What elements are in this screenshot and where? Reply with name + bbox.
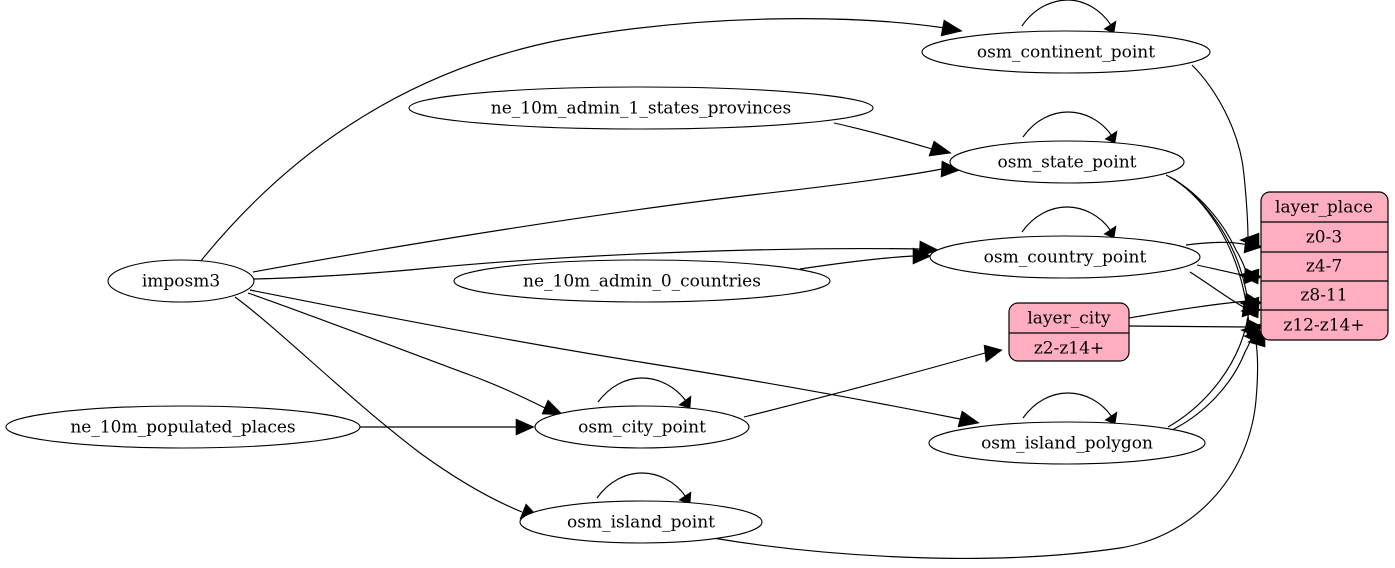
record-row-layer-place-z4-7[interactable]: z4-7 <box>1306 257 1342 277</box>
node-label-osm-country-point: osm_country_point <box>984 248 1147 268</box>
node-label-osm-island-point: osm_island_point <box>567 513 715 533</box>
self-loop-osm-city-point <box>597 377 692 409</box>
edge-ne-populated-places-to-osm-city-point <box>360 418 535 436</box>
node-label-ne-admin-0: ne_10m_admin_0_countries <box>523 272 761 292</box>
edge-osm-country-point-to-layer-place-z8-11 <box>1196 264 1263 285</box>
edge-osm-city-point-to-layer-city <box>743 344 1003 418</box>
node-ne-10m-admin-0-countries[interactable]: ne_10m_admin_0_countries <box>453 259 831 303</box>
edges-layer <box>199 18 1266 559</box>
record-node-layer-place[interactable]: layer_place z0-3 z4-7 z8-11 z12-z14+ <box>1260 191 1389 341</box>
record-title-layer-city: layer_city <box>1027 309 1111 329</box>
record-nodes-layer: layer_place z0-3 z4-7 z8-11 z12-z14+ lay… <box>1008 191 1389 362</box>
node-label-osm-state-point: osm_state_point <box>998 153 1137 173</box>
edge-imposm3-to-osm-city-point <box>247 292 564 416</box>
record-row-layer-place-z12-z14[interactable]: z12-z14+ <box>1283 316 1364 336</box>
self-loops-layer <box>596 0 1118 505</box>
edge-imposm3-to-osm-continent-point <box>199 18 963 263</box>
record-row-layer-place-z8-11[interactable]: z8-11 <box>1300 286 1347 306</box>
node-osm-state-point[interactable]: osm_state_point <box>949 140 1185 184</box>
node-label-osm-island-polygon: osm_island_polygon <box>981 434 1153 454</box>
edge-ne-admin-1-to-osm-state-point <box>833 122 952 157</box>
node-label-ne-populated-places: ne_10m_populated_places <box>70 418 295 438</box>
edge-imposm3-to-osm-island-polygon <box>249 289 980 428</box>
record-title-layer-place: layer_place <box>1275 198 1373 218</box>
record-node-layer-city[interactable]: layer_city z2-z14+ <box>1008 302 1130 362</box>
edge-osm-country-point-to-layer-place-z4-7 <box>1185 236 1263 254</box>
node-label-osm-continent-point: osm_continent_point <box>977 43 1155 63</box>
node-osm-island-point[interactable]: osm_island_point <box>519 500 763 544</box>
node-ne-10m-populated-places[interactable]: ne_10m_populated_places <box>5 405 361 449</box>
record-row-layer-city-z2-z14[interactable]: z2-z14+ <box>1034 339 1104 359</box>
record-row-layer-place-z0-3[interactable]: z0-3 <box>1306 228 1342 248</box>
node-label-imposm3: imposm3 <box>142 272 220 292</box>
node-imposm3[interactable]: imposm3 <box>107 259 255 303</box>
self-loop-osm-island-polygon <box>1022 392 1118 425</box>
node-label-osm-city-point: osm_city_point <box>578 418 706 438</box>
self-loop-osm-continent-point <box>1021 0 1117 34</box>
node-label-ne-admin-1: ne_10m_admin_1_states_provinces <box>491 99 791 119</box>
edge-osm-island-polygon-to-layer-place-z8-11 <box>1167 303 1260 428</box>
node-osm-continent-point[interactable]: osm_continent_point <box>921 30 1211 74</box>
node-osm-island-polygon[interactable]: osm_island_polygon <box>928 421 1206 465</box>
edge-osm-island-point-to-layer-place-z12-z14 <box>712 331 1266 559</box>
node-osm-city-point[interactable]: osm_city_point <box>534 405 750 449</box>
self-loop-osm-island-point <box>596 472 692 505</box>
edge-layer-city-to-layer-place-z12-z14 <box>1128 318 1264 336</box>
self-loop-osm-country-point <box>1021 206 1117 239</box>
self-loop-osm-state-point <box>1022 111 1118 144</box>
node-osm-country-point[interactable]: osm_country_point <box>929 235 1201 279</box>
node-ne-10m-admin-1-states-provinces[interactable]: ne_10m_admin_1_states_provinces <box>408 86 874 130</box>
edge-osm-continent-point-to-layer-place-z0-3 <box>1191 64 1260 249</box>
edge-ne-admin-0-to-osm-country-point <box>799 247 932 270</box>
edge-imposm3-to-osm-island-point <box>234 296 542 521</box>
nodes-layer: imposm3 ne_10m_admin_1_states_provinces … <box>5 30 1211 544</box>
